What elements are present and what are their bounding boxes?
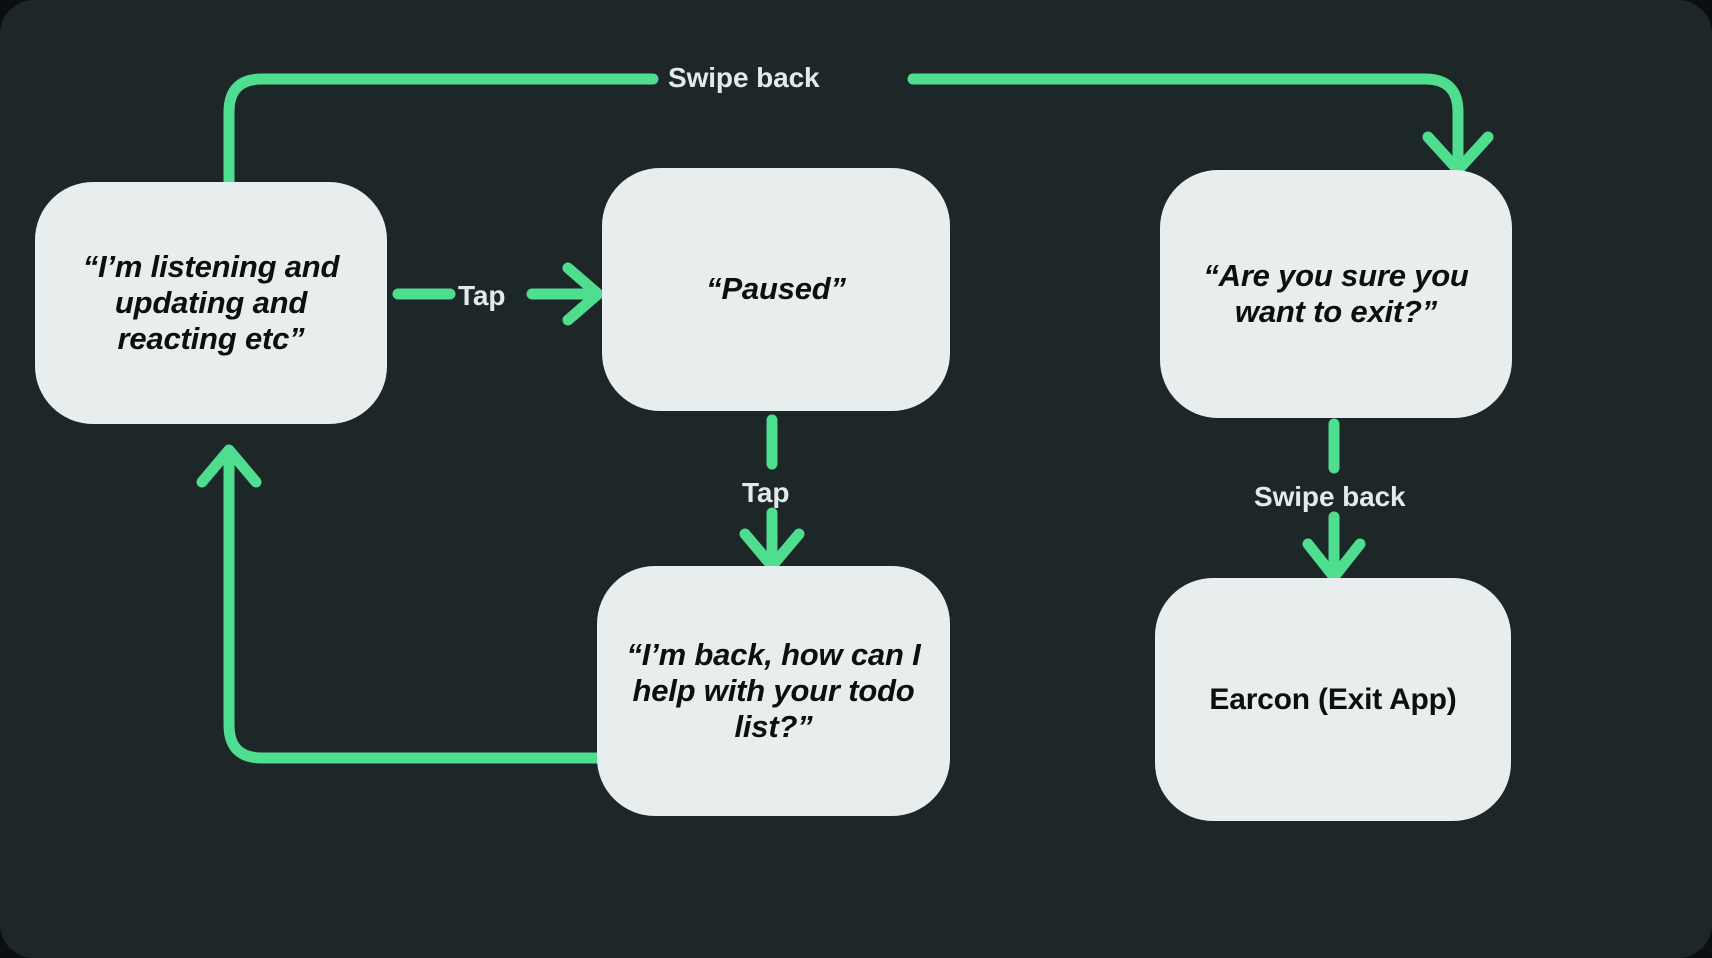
node-confirm-exit[interactable]: “Are you sure you want to exit?” bbox=[1160, 170, 1512, 418]
node-listening[interactable]: “I’m listening and updating and reacting… bbox=[35, 182, 387, 424]
node-earcon-label: Earcon (Exit App) bbox=[1209, 682, 1457, 716]
edge-label-tap-paused-to-im-back: Tap bbox=[742, 477, 790, 508]
node-im-back-label: “I’m back, how can I help with your todo… bbox=[626, 636, 921, 745]
edge-label-swipe-back-confirm-exit-to-earcon: Swipe back bbox=[1254, 481, 1406, 512]
node-im-back[interactable]: “I’m back, how can I help with your todo… bbox=[597, 566, 950, 816]
edge-label-tap-listening-to-paused: Tap bbox=[458, 280, 506, 311]
node-earcon[interactable]: Earcon (Exit App) bbox=[1155, 578, 1511, 821]
node-confirm-exit-label: “Are you sure you want to exit?” bbox=[1203, 257, 1469, 329]
node-listening-label: “I’m listening and updating and reacting… bbox=[82, 248, 340, 357]
edge-im-back-to-listening bbox=[196, 444, 603, 764]
node-paused-label: “Paused” bbox=[706, 271, 846, 307]
edge-label-swipe-back-top: Swipe back bbox=[668, 62, 820, 93]
node-paused[interactable]: “Paused” bbox=[602, 168, 950, 411]
edge-listening-to-confirm-exit bbox=[223, 73, 1494, 188]
